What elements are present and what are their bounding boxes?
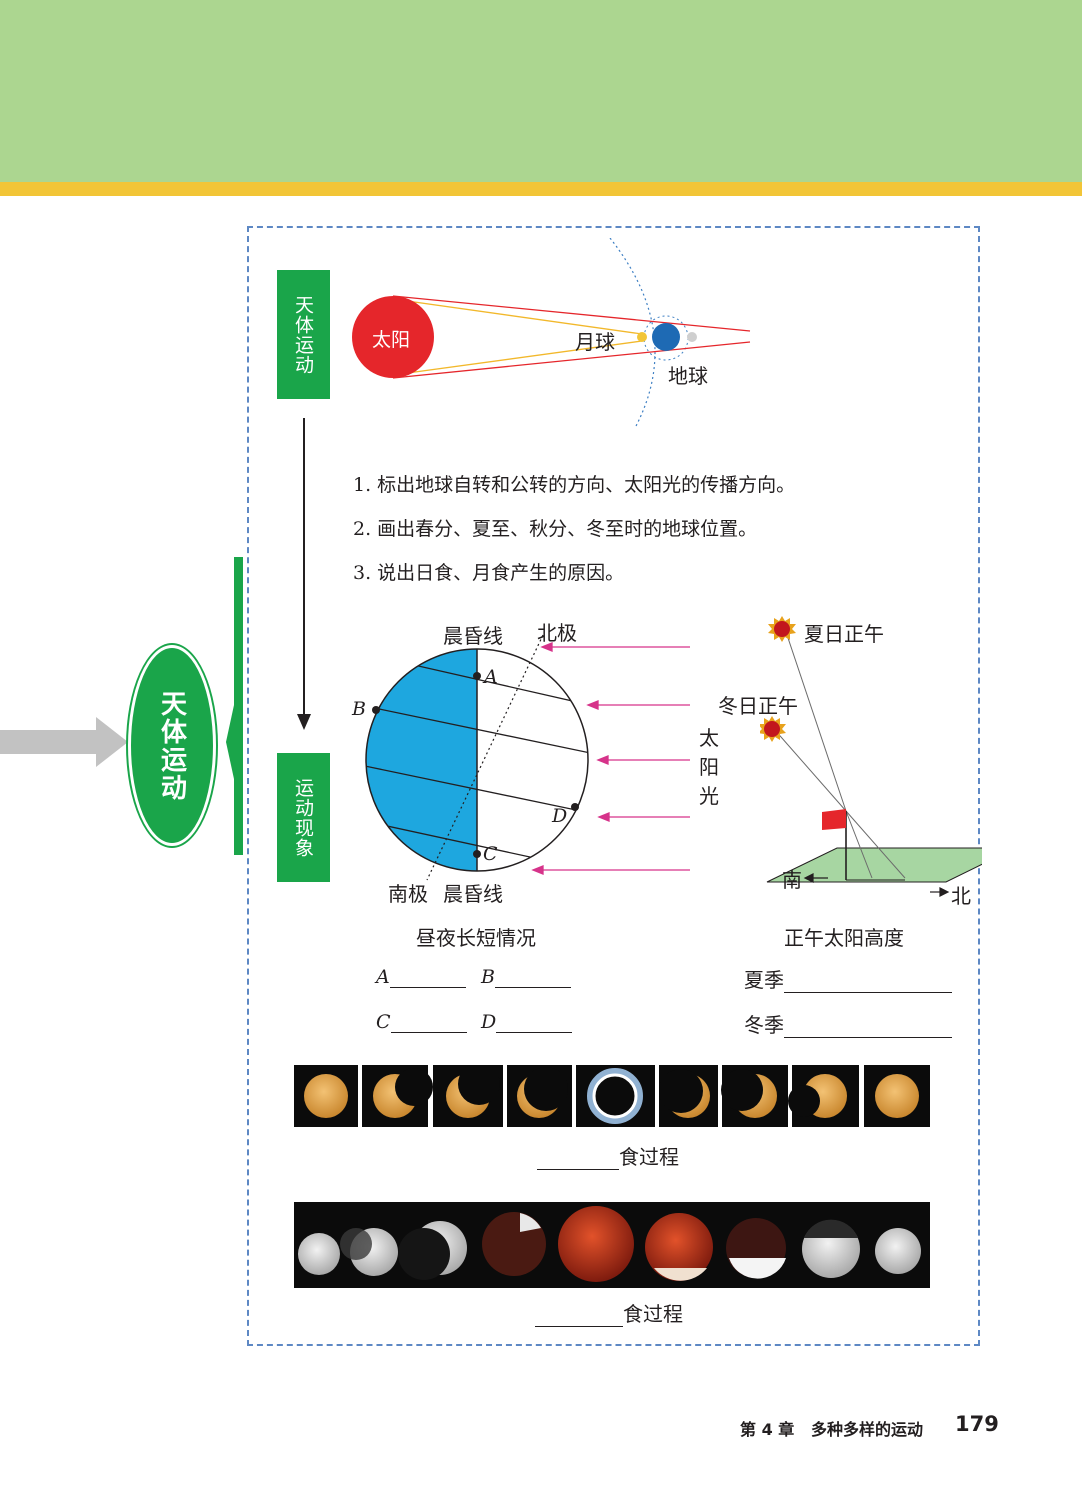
summer-sun-icon xyxy=(768,616,796,642)
terminator-top-label: 晨昏线 xyxy=(443,624,503,648)
fill-winter[interactable]: 冬季 xyxy=(744,1009,952,1038)
lunar-phase-2 xyxy=(340,1228,398,1276)
sun-label: 太阳 xyxy=(372,329,411,351)
point-a-label: A xyxy=(484,666,498,688)
moon-dot-far xyxy=(687,332,697,342)
solar-eclipse-caption: 食过程 xyxy=(537,1141,679,1170)
sunlight-label-2: 阳 xyxy=(699,755,719,779)
lunar-phase-4 xyxy=(482,1212,546,1276)
day-night-globe xyxy=(365,634,690,881)
flag xyxy=(822,809,846,830)
south-pole-label: 南极 xyxy=(388,882,428,906)
noon-altitude-diagram xyxy=(760,616,982,897)
globe-caption: 昼夜长短情况 xyxy=(416,926,536,950)
box-motion-phenomena: 运动现象 xyxy=(277,753,330,882)
box-celestial-motion: 天体运动 xyxy=(277,270,330,399)
down-arrow-icon xyxy=(297,418,311,730)
winter-noon-label: 冬日正午 xyxy=(718,694,798,718)
topic-connector xyxy=(0,557,243,855)
lunar-phase-6 xyxy=(645,1213,713,1281)
task-2: 2. 画出春分、夏至、秋分、冬至时的地球位置。 xyxy=(353,518,758,540)
topic-label: 天体运动 xyxy=(156,689,187,802)
fill-c-label: C xyxy=(376,1011,391,1033)
arrow-right-icon xyxy=(0,717,128,767)
lunar-phase-5 xyxy=(558,1206,634,1282)
fill-a-label: A xyxy=(376,966,390,988)
north-pole-label: 北极 xyxy=(537,621,577,645)
lunar-phase-9 xyxy=(875,1228,921,1274)
point-d-label: D xyxy=(552,805,568,827)
solar-phase-3 xyxy=(446,1065,500,1118)
header-band xyxy=(0,0,1082,182)
orbit-diagram xyxy=(352,238,751,429)
fill-a-blank[interactable] xyxy=(389,969,466,988)
topic-oval[interactable]: 天体运动 xyxy=(128,645,216,846)
lunar-eclipse-caption: 食过程 xyxy=(535,1298,683,1327)
sunlight-label-1: 太 xyxy=(699,726,719,750)
box-celestial-motion-label: 天体运动 xyxy=(292,294,314,375)
lunar-phase-7 xyxy=(726,1218,786,1279)
fill-c[interactable]: C xyxy=(376,1011,467,1033)
north-label: 北 xyxy=(951,884,971,908)
earth-disc xyxy=(652,323,680,351)
lunar-phase-8 xyxy=(802,1219,860,1278)
solar-eclipse-caption-text: 食过程 xyxy=(619,1145,679,1169)
fill-a[interactable]: A xyxy=(376,966,466,988)
topic-bracket-point xyxy=(226,705,234,779)
box-motion-phenomena-label: 运动现象 xyxy=(292,777,314,858)
solar-phase-6 xyxy=(659,1069,710,1118)
solar-eclipse-blank[interactable] xyxy=(537,1151,619,1170)
fill-d-label: D xyxy=(481,1011,497,1033)
fill-c-blank[interactable] xyxy=(390,1014,467,1033)
lunar-phase-3 xyxy=(398,1221,467,1280)
point-c-dot xyxy=(473,850,481,858)
solar-phase-5 xyxy=(587,1068,643,1124)
fill-winter-blank[interactable] xyxy=(784,1019,952,1038)
task-1: 1. 标出地球自转和公转的方向、太阳光的传播方向。 xyxy=(353,474,796,496)
fill-summer[interactable]: 夏季 xyxy=(744,964,952,993)
fill-d-blank[interactable] xyxy=(496,1014,573,1033)
moon-dot xyxy=(637,332,647,342)
page-number: 179 xyxy=(955,1412,999,1436)
fill-b-label: B xyxy=(481,966,495,988)
fill-summer-label: 夏季 xyxy=(744,968,784,992)
winter-sun-icon xyxy=(760,716,786,742)
point-b-label: B xyxy=(352,698,366,720)
solar-eclipse-sequence xyxy=(294,1065,930,1127)
task-3: 3. 说出日食、月食产生的原因。 xyxy=(353,562,625,584)
lunar-eclipse-blank[interactable] xyxy=(535,1308,623,1327)
solar-phase-9 xyxy=(875,1074,919,1118)
sunlight-label-3: 光 xyxy=(699,784,719,808)
summary-frame xyxy=(247,226,980,1346)
fill-d[interactable]: D xyxy=(481,1011,573,1033)
fill-b[interactable]: B xyxy=(481,966,571,988)
noon-caption: 正午太阳高度 xyxy=(784,926,904,950)
chapter-title: 第 4 章 多种多样的运动 xyxy=(740,1420,923,1439)
terminator-bottom-label: 晨昏线 xyxy=(443,882,503,906)
header-stripe xyxy=(0,182,1082,196)
lunar-eclipse-sequence xyxy=(294,1202,930,1288)
solar-phase-8 xyxy=(788,1074,847,1118)
lunar-phase-1 xyxy=(298,1233,340,1275)
point-a-dot xyxy=(473,672,481,680)
solar-phase-1 xyxy=(304,1074,348,1118)
solar-phase-7 xyxy=(721,1069,777,1118)
fill-summer-blank[interactable] xyxy=(784,974,952,993)
fill-winter-label: 冬季 xyxy=(744,1013,784,1037)
fill-b-blank[interactable] xyxy=(494,969,571,988)
point-b-dot xyxy=(372,706,380,714)
sun-disc xyxy=(352,296,434,378)
earth-label: 地球 xyxy=(668,364,708,388)
south-label: 南 xyxy=(782,868,802,892)
summer-noon-label: 夏日正午 xyxy=(804,622,884,646)
moon-label: 月球 xyxy=(575,330,615,354)
solar-phase-4 xyxy=(517,1067,568,1118)
topic-bracket xyxy=(234,557,243,855)
point-d-dot xyxy=(571,803,579,811)
lunar-eclipse-caption-text: 食过程 xyxy=(623,1302,683,1326)
point-c-label: C xyxy=(483,843,498,865)
solar-phase-2 xyxy=(373,1068,433,1118)
